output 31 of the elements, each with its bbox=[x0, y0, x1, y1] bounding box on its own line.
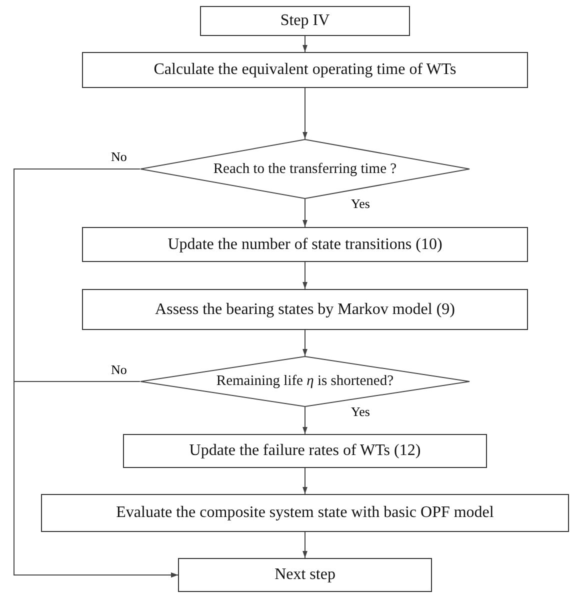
process-box bbox=[200, 6, 410, 36]
arrow bbox=[302, 198, 308, 228]
step-text: Remaining life η is shortened? bbox=[216, 373, 394, 390]
step-text: Evaluate the composite system state with basic OPF model bbox=[116, 504, 494, 522]
process-box bbox=[178, 558, 432, 592]
arrow bbox=[302, 36, 308, 52]
arrow bbox=[14, 381, 178, 578]
arrow bbox=[302, 532, 308, 558]
process-box bbox=[82, 52, 528, 88]
decision-diamond bbox=[140, 139, 470, 199]
step-text: Reach to the transferring time ? bbox=[213, 160, 397, 178]
step-text: Assess the bearing states by Markov model (9) bbox=[155, 300, 455, 318]
step-text: Update the number of state transitions (10) bbox=[168, 236, 442, 254]
decision-diamond bbox=[140, 356, 470, 407]
arrow bbox=[302, 468, 308, 494]
process-box bbox=[41, 494, 569, 532]
edge-label: Yes bbox=[350, 405, 371, 419]
arrow bbox=[302, 88, 308, 140]
process-box bbox=[123, 434, 487, 468]
edge-label: Yes bbox=[350, 197, 371, 211]
arrow bbox=[302, 330, 308, 356]
process-box bbox=[82, 227, 528, 262]
process-box bbox=[82, 289, 528, 330]
step-text: Update the failure rates of WTs (12) bbox=[189, 442, 421, 460]
step-text: Next step bbox=[274, 566, 336, 584]
arrow bbox=[302, 262, 308, 290]
arrow bbox=[302, 406, 308, 434]
edge-label: No bbox=[110, 150, 128, 164]
edge-label: No bbox=[110, 362, 128, 376]
step-text: Step IV bbox=[280, 12, 330, 30]
step-text: Calculate the equivalent operating time of WTs bbox=[154, 61, 456, 79]
